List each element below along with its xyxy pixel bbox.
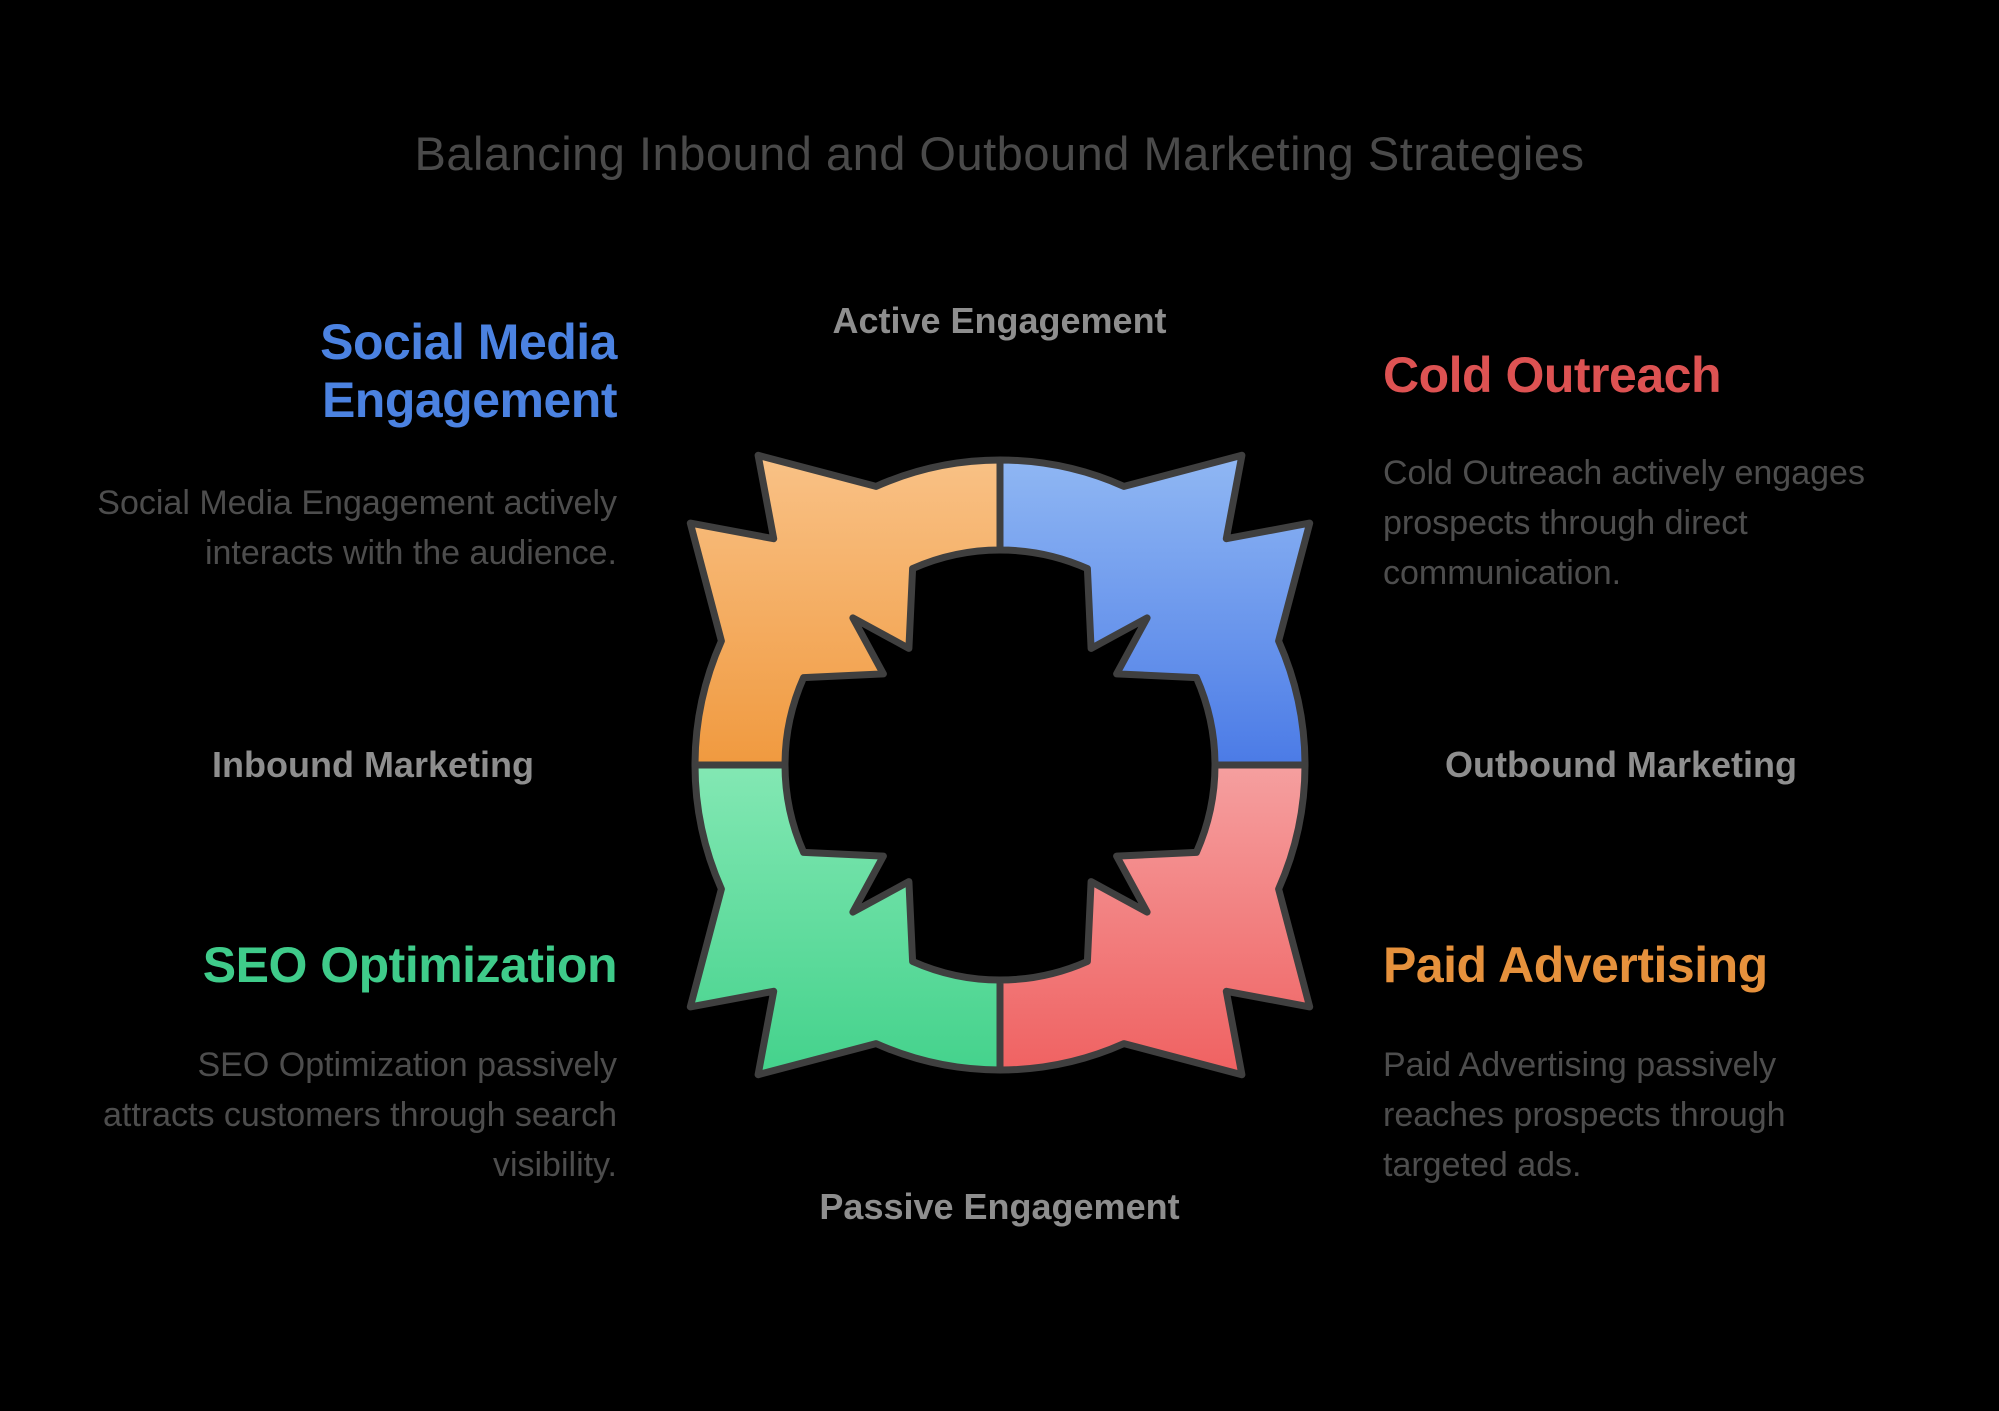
strategy-description-paid-advertising: Paid Advertising passively reaches prosp… [1383,1046,1786,1184]
strategy-description-social-media-engagement: Social Media Engagement actively interac… [97,484,617,572]
cycle-label-inbound-marketing: Inbound Marketing [212,744,534,785]
strategy-card-seo-optimization: SEO Optimization SEO Optimization passiv… [97,936,618,1190]
strategy-card-cold-outreach: Cold Outreach Cold Outreach actively eng… [1383,346,1883,598]
segment-arrow-bottom-left [686,761,1004,1079]
cycle-label-active-engagement: Active Engagement [832,300,1167,341]
segment-arrow-top-right [996,451,1314,769]
strategy-card-paid-advertising: Paid Advertising Paid Advertising passiv… [1383,936,1883,1190]
segment-arrow-top-left [686,451,1004,769]
strategy-title-seo-optimization: SEO Optimization [202,937,618,993]
cycle-diagram [686,451,1314,1079]
strategy-description-seo-optimization: SEO Optimization passively attracts cust… [102,1046,617,1184]
strategy-title-cold-outreach: Cold Outreach [1383,347,1721,403]
segment-arrow-bottom-right [996,761,1314,1079]
strategy-title-social-media-engagement: Social Media Engagement [320,314,617,428]
cycle-label-outbound-marketing: Outbound Marketing [1445,744,1797,785]
page-title: Balancing Inbound and Outbound Marketing… [414,127,1585,180]
cycle-label-passive-engagement: Passive Engagement [819,1186,1180,1227]
strategy-card-social-media-engagement: Social Media Engagement Social Media Eng… [97,313,617,578]
strategy-title-paid-advertising: Paid Advertising [1383,937,1768,993]
strategy-description-cold-outreach: Cold Outreach actively engages prospects… [1383,454,1865,592]
